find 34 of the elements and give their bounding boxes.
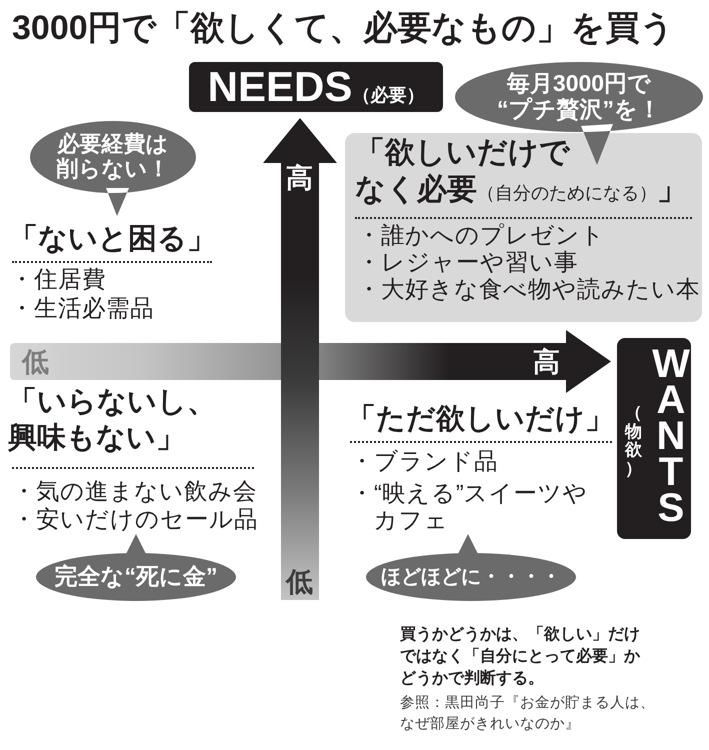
- axis-label: 高: [533, 347, 560, 377]
- bubble-text: ほどほどに・・・・: [380, 566, 562, 588]
- quadrant-heading: 「いらないし、興味もない」: [8, 385, 217, 456]
- quadrant-heading: 「欲しいだけでなく必要（自分のためになる）」: [355, 136, 688, 208]
- speech-bubble: [36, 534, 236, 602]
- axis-subtitle: （必要）: [352, 85, 424, 105]
- reference-text: 参照：黒田尚子『お金が貯まる人は、なぜ部屋がきれいなのか』: [400, 694, 656, 734]
- speech-bubble: [366, 534, 576, 602]
- axis-label: 低: [286, 567, 313, 597]
- list-item: ・“映える”スイーツやカフェ: [350, 480, 589, 534]
- axis-title-box: [189, 62, 443, 112]
- list-item: ・レジャーや習い事: [357, 249, 578, 276]
- list-item: ・誰かへのプレゼント: [357, 222, 605, 249]
- bubble-text: 完全な“死に金”: [54, 564, 218, 590]
- quadrant-heading: 「ないと困る」: [9, 222, 216, 257]
- axis-title: NEEDS: [208, 63, 352, 110]
- list-item: ・大好きな食べ物や読みたい本: [357, 276, 700, 303]
- axis-title: WANTS: [651, 346, 691, 526]
- list-item: ・気の進まない飲み会: [12, 478, 257, 505]
- note-text: 買うかどうかは、「欲しい」だけではなく「自分にとって必要」かどうかで判断する。: [400, 624, 641, 689]
- list-item: ・生活必需品: [10, 295, 154, 322]
- bubble-text: 毎月3000円で“プチ贅沢”を！: [496, 71, 662, 123]
- axis-title-box: [617, 338, 691, 539]
- quadrant-heading: 「ただ欲しいだけ」: [347, 402, 614, 437]
- axis-subtitle: （物欲）: [625, 404, 642, 479]
- bubble-text: 必要経費は削らない！: [56, 132, 170, 182]
- list-item: ・安いだけのセール品: [12, 506, 258, 533]
- axis-label: 高: [286, 163, 313, 193]
- list-item: ・住居費: [10, 266, 106, 293]
- list-item: ・ブランド品: [350, 448, 498, 475]
- category-panel: [345, 133, 702, 322]
- diagram-title: 3000円で「欲しくて、必要なもの」を買う: [12, 8, 675, 48]
- axis-label: 低: [22, 347, 49, 377]
- speech-bubble: [30, 120, 196, 217]
